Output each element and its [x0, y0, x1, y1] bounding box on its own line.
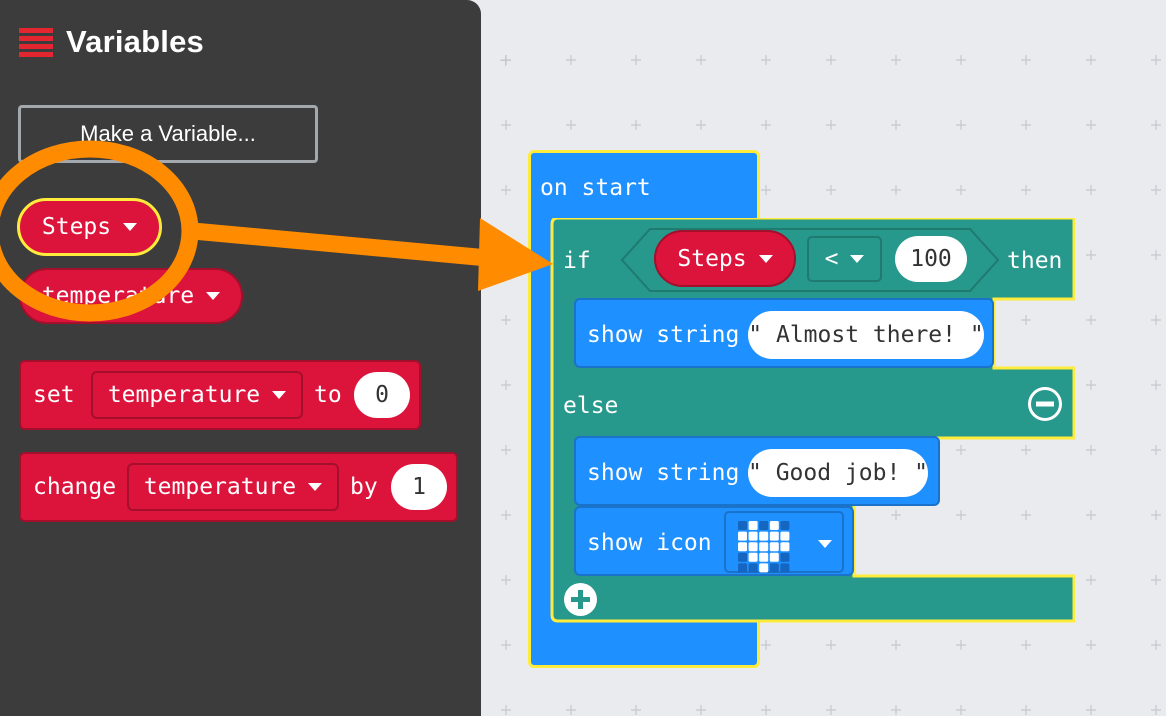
add-else-if-button[interactable] — [564, 583, 597, 616]
chevron-down-icon — [308, 483, 323, 491]
to-keyword: to — [314, 382, 342, 408]
change-variable-dropdown[interactable]: temperature — [127, 463, 339, 511]
variables-flyout: Variables Make a Variable... temperature… — [0, 0, 481, 716]
temperature-variable-label: temperature — [41, 283, 195, 309]
on-start-label: on start — [540, 175, 651, 201]
change-variable-block[interactable]: change temperature by 1 — [19, 452, 458, 522]
temperature-variable-block[interactable]: temperature — [19, 268, 243, 324]
steps-variable-block[interactable]: Steps — [17, 198, 162, 256]
flyout-title: Variables — [66, 24, 204, 59]
minus-icon — [1036, 401, 1054, 407]
change-variable-name: temperature — [143, 474, 297, 500]
show-icon-block[interactable]: show icon — [574, 506, 854, 576]
set-variable-block[interactable]: set temperature to 0 — [19, 360, 421, 430]
show-string-label-2: show string — [587, 460, 740, 486]
set-value-input[interactable]: 0 — [354, 372, 410, 418]
if-label: if — [563, 248, 591, 274]
operator-dropdown[interactable]: < — [807, 236, 882, 282]
change-value-input[interactable]: 1 — [391, 464, 447, 510]
compare-value-input[interactable]: 100 — [895, 236, 967, 282]
chevron-down-icon — [818, 540, 832, 548]
set-variable-name: temperature — [107, 382, 261, 408]
chevron-down-icon — [758, 254, 773, 263]
chevron-down-icon — [123, 223, 138, 231]
heart-icon — [738, 521, 790, 573]
icon-dropdown[interactable] — [724, 511, 844, 573]
chevron-down-icon — [850, 255, 865, 263]
then-label: then — [1007, 248, 1063, 274]
show-icon-label: show icon — [587, 530, 712, 556]
make-variable-button[interactable]: Make a Variable... — [18, 105, 318, 163]
remove-else-button[interactable] — [1028, 387, 1062, 421]
chevron-down-icon — [206, 292, 221, 300]
steps-variable-label: Steps — [41, 214, 112, 240]
set-keyword: set — [33, 382, 75, 408]
flyout-header: Variables — [19, 22, 204, 62]
category-menu-icon — [19, 28, 53, 57]
change-keyword: change — [33, 474, 117, 500]
string-input-1[interactable]: " Almost there! " — [748, 311, 984, 359]
show-string-label-1: show string — [587, 322, 740, 348]
show-string-block-2[interactable]: show string " Good job! " — [574, 436, 940, 506]
chevron-down-icon — [272, 391, 287, 399]
by-keyword: by — [350, 474, 378, 500]
condition-variable-label: Steps — [677, 245, 747, 272]
else-label: else — [563, 393, 619, 419]
show-string-block-1[interactable]: show string " Almost there! " — [574, 298, 994, 368]
string-input-2[interactable]: " Good job! " — [748, 449, 928, 497]
set-variable-dropdown[interactable]: temperature — [91, 371, 303, 419]
plus-icon — [571, 590, 590, 609]
operator-label: < — [824, 246, 839, 272]
condition-steps-variable[interactable]: Steps — [654, 230, 796, 287]
